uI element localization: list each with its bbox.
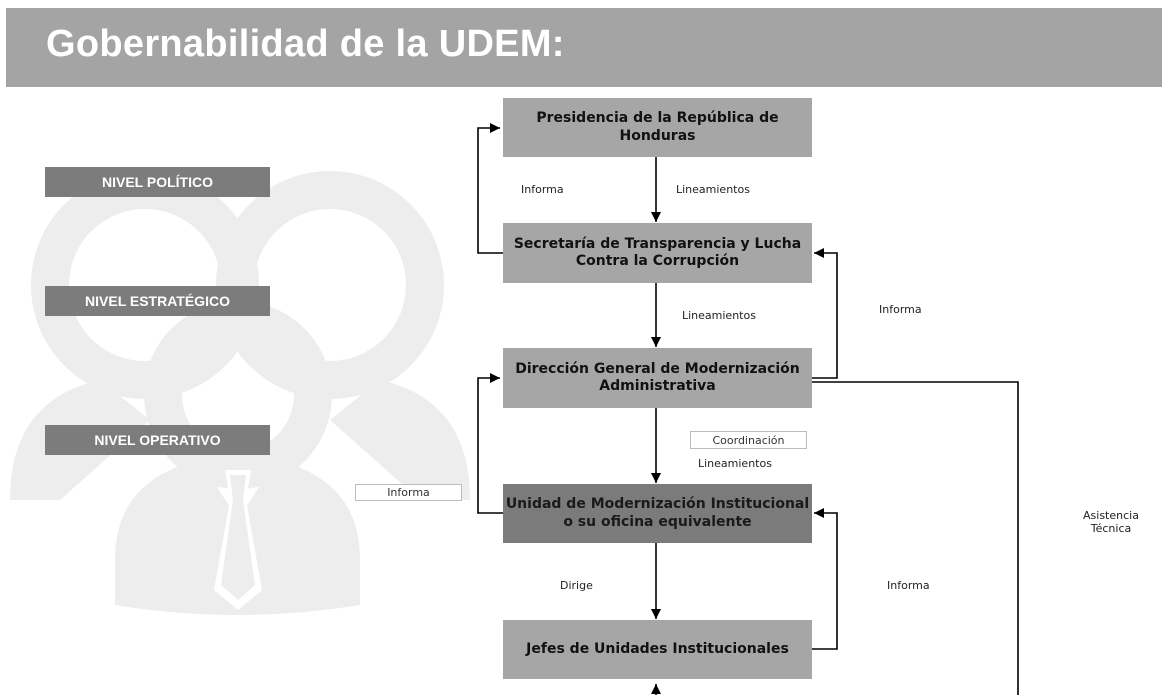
- box-secretaria: Secretaría de Transparencia y Lucha Cont…: [503, 223, 812, 283]
- box-direccion: Dirección General de Modernización Admin…: [503, 348, 812, 408]
- level-estrategico: NIVEL ESTRATÉGICO: [45, 286, 270, 316]
- loop-informa-3: [477, 373, 503, 514]
- box-jefes: Jefes de Unidades Institucionales: [503, 620, 812, 679]
- label-informa-2: Informa: [879, 303, 922, 316]
- box-presidencia: Presidencia de la República de Honduras: [503, 98, 812, 157]
- box-unidad: Unidad de Modernización Institucional o …: [503, 484, 812, 543]
- level-operativo: NIVEL OPERATIVO: [45, 425, 270, 455]
- label-lineamientos-3: Lineamientos: [698, 457, 772, 470]
- label-informa-1: Informa: [521, 183, 564, 196]
- header-banner: Gobernabilidad de la UDEM:: [6, 8, 1162, 87]
- label-coordinacion: Coordinación: [690, 431, 807, 449]
- label-dirige: Dirige: [560, 579, 593, 592]
- label-informa-4: Informa: [887, 579, 930, 592]
- loop-informa-2: [812, 248, 838, 379]
- label-lineamientos-1: Lineamientos: [676, 183, 750, 196]
- level-politico: NIVEL POLÍTICO: [45, 167, 270, 197]
- loop-informa-4: [812, 508, 838, 650]
- loop-informa-1: [477, 123, 503, 254]
- line-asistencia: [812, 381, 1019, 695]
- label-informa-3: Informa: [355, 484, 462, 501]
- page-title: Gobernabilidad de la UDEM:: [46, 23, 565, 65]
- label-asistencia-tecnica: Asistencia Técnica: [1083, 509, 1139, 535]
- label-lineamientos-2: Lineamientos: [682, 309, 756, 322]
